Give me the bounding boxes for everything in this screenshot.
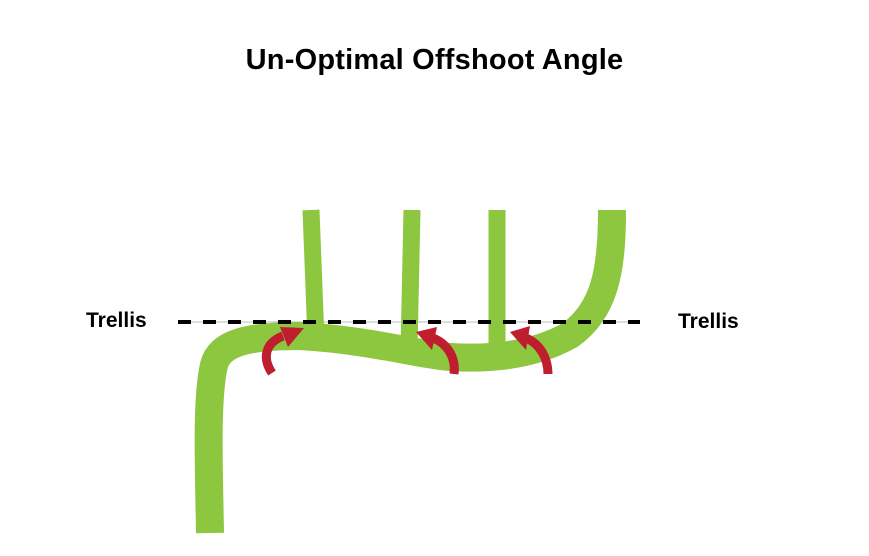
vine-cordon xyxy=(194,209,626,534)
trellis-label-right: Trellis xyxy=(678,310,739,333)
angle-arrow-3 xyxy=(510,326,553,375)
offshoot-2 xyxy=(400,209,421,351)
angle-arrow-2 xyxy=(416,327,459,375)
diagram-title: Un-Optimal Offshoot Angle xyxy=(245,44,624,76)
trellis-label-left: Trellis xyxy=(86,309,147,332)
offshoot-1 xyxy=(302,209,325,341)
angle-arrow-1 xyxy=(261,327,304,376)
